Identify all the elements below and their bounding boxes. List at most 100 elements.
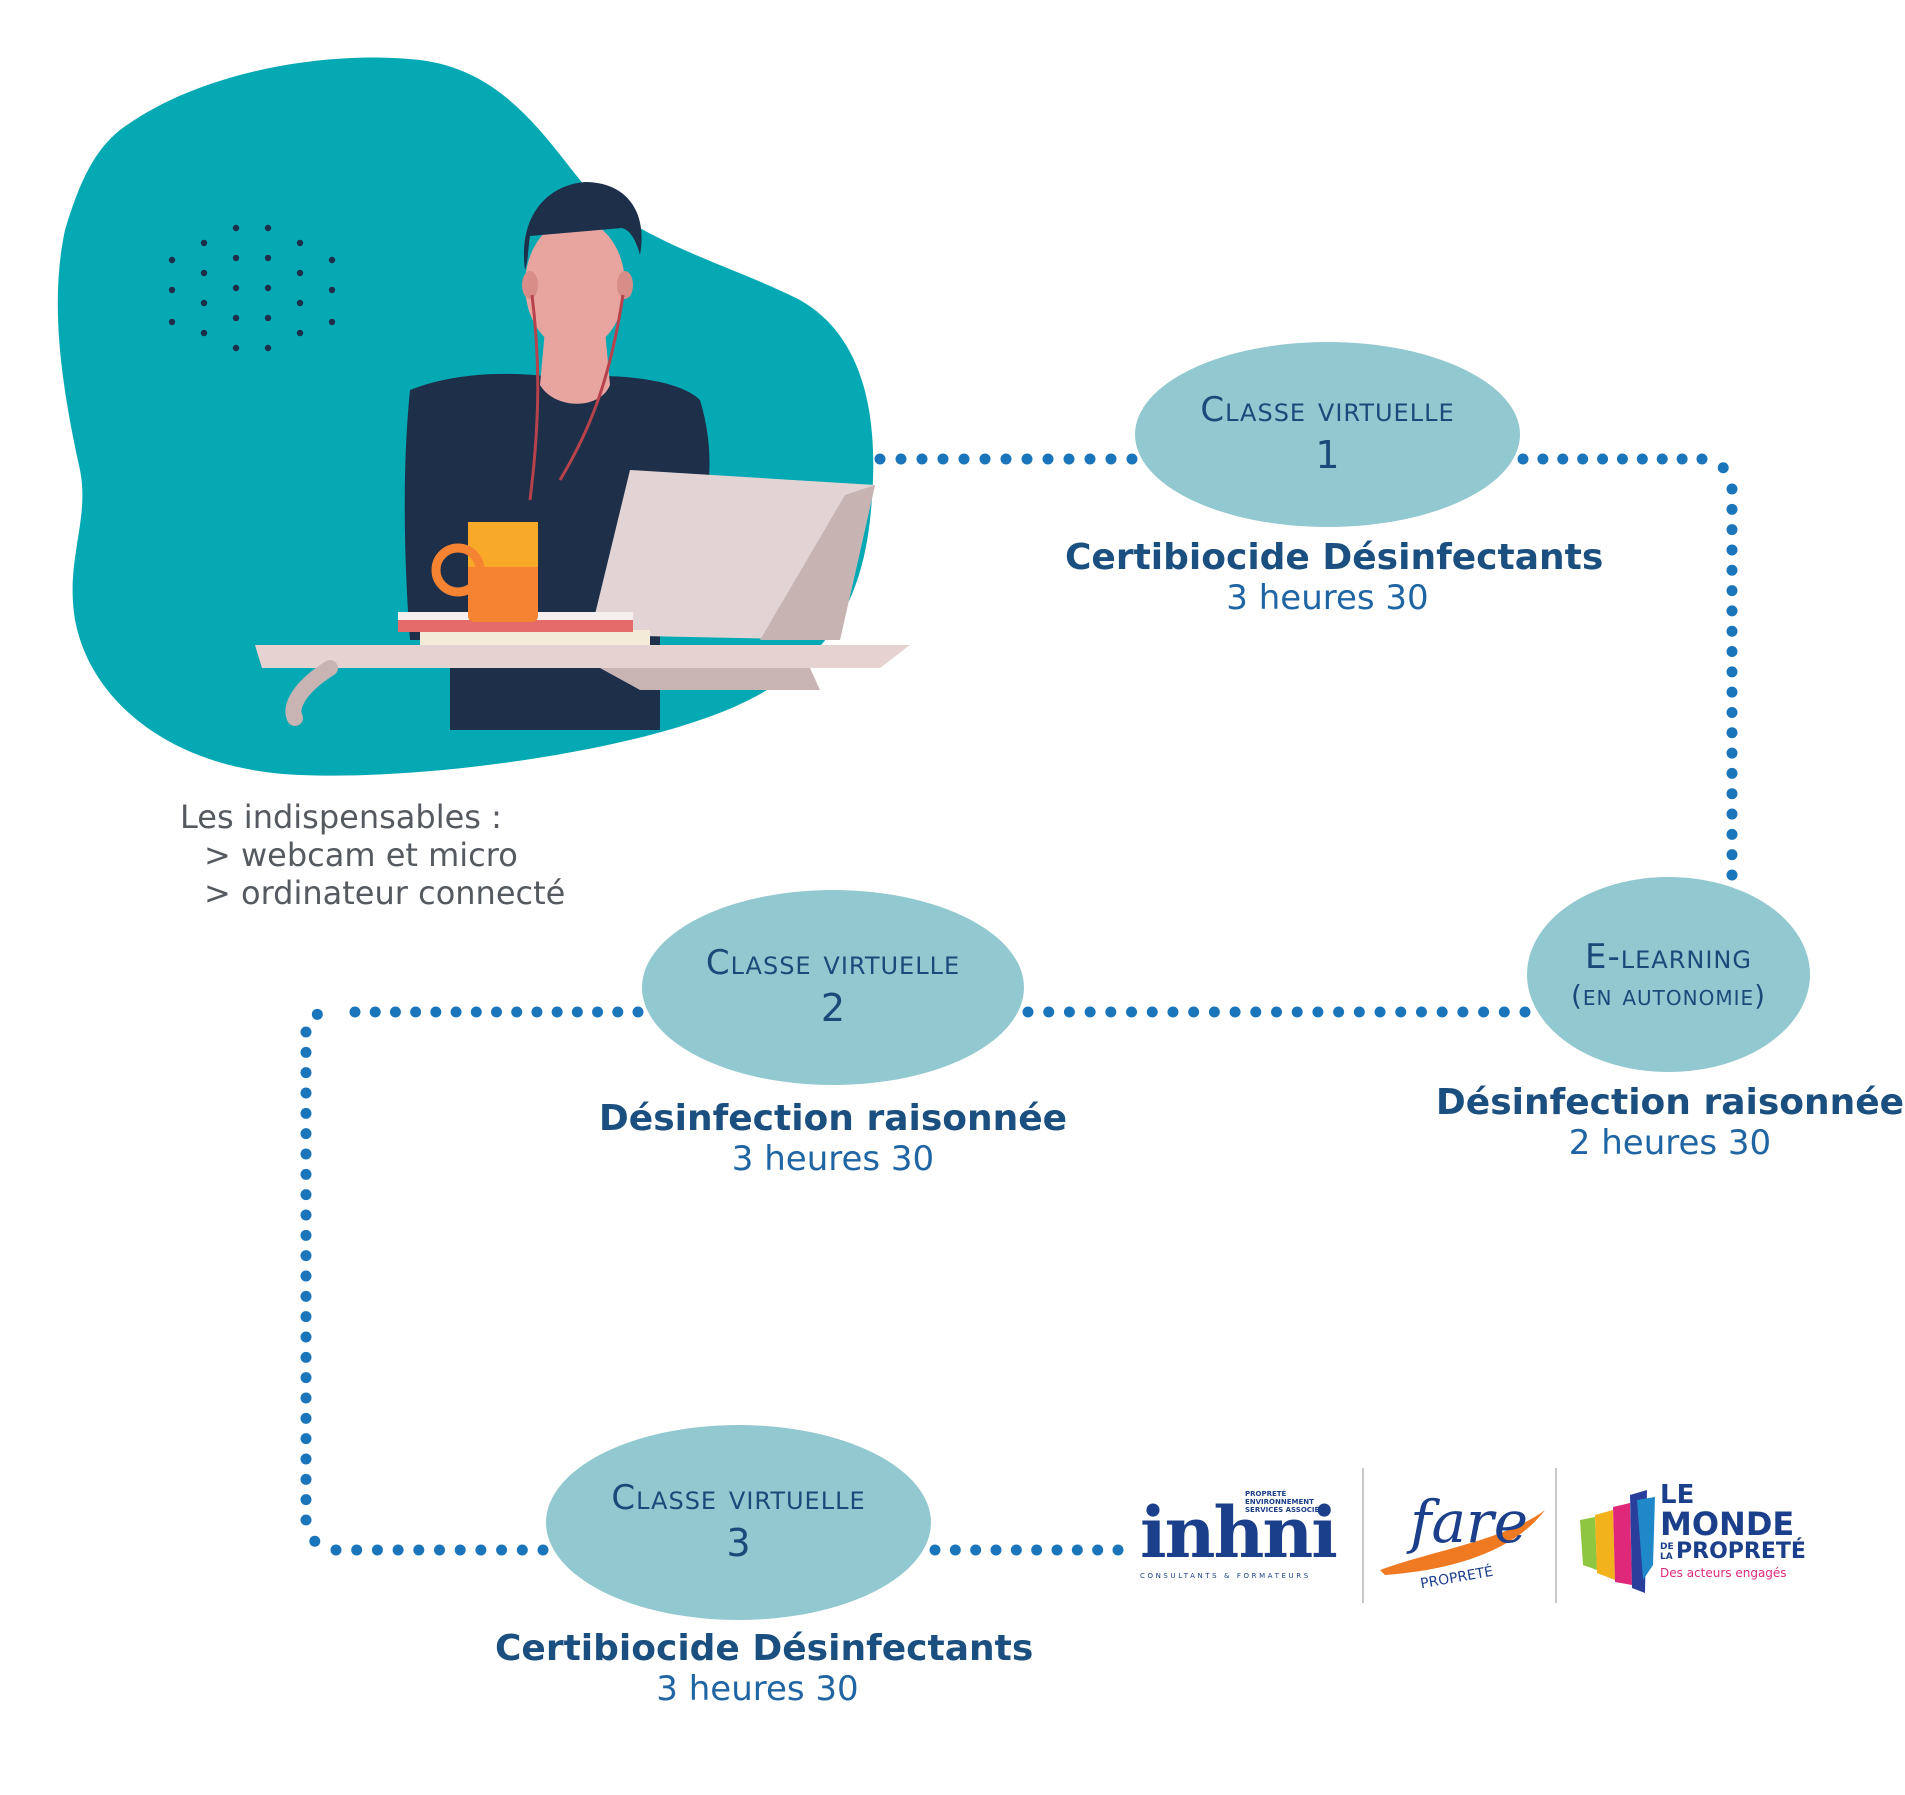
path-dot [1726, 483, 1738, 495]
path-dot [1597, 453, 1609, 465]
path-dot [1656, 453, 1668, 465]
caption-duration: 2 heures 30 [1568, 1123, 1772, 1163]
dot-pattern-decoration [168, 224, 336, 352]
node-number: 2 [820, 986, 846, 1031]
path-dot [1084, 453, 1096, 465]
monde-line3b: LA [1660, 1552, 1673, 1562]
path-dot [1726, 767, 1738, 779]
path-dot [300, 1107, 312, 1119]
node-number: 3 [726, 1521, 751, 1566]
path-dot [592, 1006, 604, 1018]
path-dot [300, 1331, 312, 1343]
path-dot [1291, 1006, 1303, 1018]
mug-icon [431, 522, 538, 622]
path-dot [1726, 747, 1738, 759]
path-dot [300, 1290, 312, 1302]
path-dot [1395, 1006, 1407, 1018]
node-classe-virtuelle-3: Classe virtuelle 3 [546, 1425, 931, 1620]
path-dot [1022, 1006, 1034, 1018]
path-dot [1457, 1006, 1469, 1018]
node-classe-virtuelle-1: Classe virtuelle 1 [1135, 342, 1520, 527]
path-dot [1517, 453, 1529, 465]
path-dot [300, 1372, 312, 1384]
path-dot [1726, 788, 1738, 800]
path-dot [895, 453, 907, 465]
path-dot [632, 1006, 644, 1018]
path-dot [1271, 1006, 1282, 1018]
path-dot [300, 1270, 312, 1282]
path-dot [1726, 564, 1738, 576]
caption-duration: 3 heures 30 [1226, 578, 1429, 618]
path-dot [1726, 666, 1738, 678]
caption-title: Certibiocide Désinfectants [495, 1628, 1034, 1669]
path-dot [1557, 453, 1569, 465]
path-dot [470, 1006, 482, 1018]
path-dot [970, 1544, 982, 1556]
caption-title: Désinfection raisonnée [598, 1098, 1068, 1139]
path-dot [979, 453, 991, 465]
colorful-building-icon [1580, 1490, 1655, 1593]
logo-separator [1555, 1468, 1557, 1603]
path-dot [516, 1544, 528, 1556]
path-dot [1478, 1006, 1490, 1018]
logo-separator [1362, 1468, 1364, 1603]
path-dot [1021, 453, 1033, 465]
path-dot [300, 1128, 312, 1140]
path-dot [1726, 524, 1738, 536]
caption-title: Certibiocide Désinfectants [1065, 537, 1604, 578]
path-dot [300, 1412, 312, 1424]
node-title: Classe virtuelle [611, 1477, 866, 1518]
path-dot [1084, 1006, 1096, 1018]
path-dot [511, 1006, 523, 1018]
path-dot [1726, 605, 1738, 617]
path-dot [1229, 1006, 1241, 1018]
path-dot [1726, 686, 1738, 698]
path-dot [1071, 1544, 1083, 1556]
path-dot [496, 1544, 508, 1556]
path-dot [1146, 1006, 1158, 1018]
path-dot [916, 453, 928, 465]
path-dot [1726, 503, 1738, 515]
path-dot [949, 1544, 961, 1556]
path-dot [1696, 453, 1708, 465]
path-dot [1092, 1544, 1104, 1556]
path-dot [300, 1514, 312, 1526]
path-dot [430, 1006, 442, 1018]
path-dot [300, 1453, 312, 1465]
path-dot [392, 1544, 404, 1556]
path-dot [1577, 453, 1589, 465]
path-dot [454, 1544, 466, 1556]
path-dot [300, 1229, 312, 1241]
path-dot [1726, 727, 1738, 739]
fare-logo: fare PROPRETÉ [1375, 1470, 1555, 1605]
path-dot [1498, 1006, 1510, 1018]
node-number: 1 [1315, 433, 1340, 478]
path-dot [990, 1544, 1002, 1556]
path-dot [958, 453, 970, 465]
path-dot [300, 1433, 312, 1445]
path-dot [1112, 1544, 1124, 1556]
path-dot [1726, 706, 1738, 718]
path-dot [1726, 646, 1738, 658]
path-dot [1312, 1006, 1324, 1018]
caption-node-2: Désinfection raisonnée 3 heures 30 [573, 1098, 1093, 1179]
caption-node-e-learning: Désinfection raisonnée 2 heures 30 [1410, 1082, 1905, 1163]
path-dot [311, 1008, 323, 1020]
path-dot [1250, 1006, 1262, 1018]
monde-line3a: DE [1660, 1542, 1674, 1552]
path-dot [1031, 1544, 1043, 1556]
path-dot [551, 1006, 563, 1018]
path-dot [369, 1006, 381, 1018]
path-dot [1726, 625, 1738, 637]
le-monde-de-la-proprete-logo: LE MONDE DE LA PROPRETÉ Des acteurs enga… [1575, 1480, 1815, 1600]
path-dot [300, 1494, 312, 1506]
path-dot [1616, 453, 1628, 465]
path-dot [1636, 453, 1648, 465]
path-dot [1519, 1006, 1531, 1018]
path-dot [351, 1544, 363, 1556]
monde-tagline: Des acteurs engagés [1660, 1566, 1787, 1580]
path-dot [1000, 453, 1012, 465]
path-dot [1374, 1006, 1386, 1018]
path-dot [1043, 1006, 1055, 1018]
path-dot [309, 1535, 321, 1547]
